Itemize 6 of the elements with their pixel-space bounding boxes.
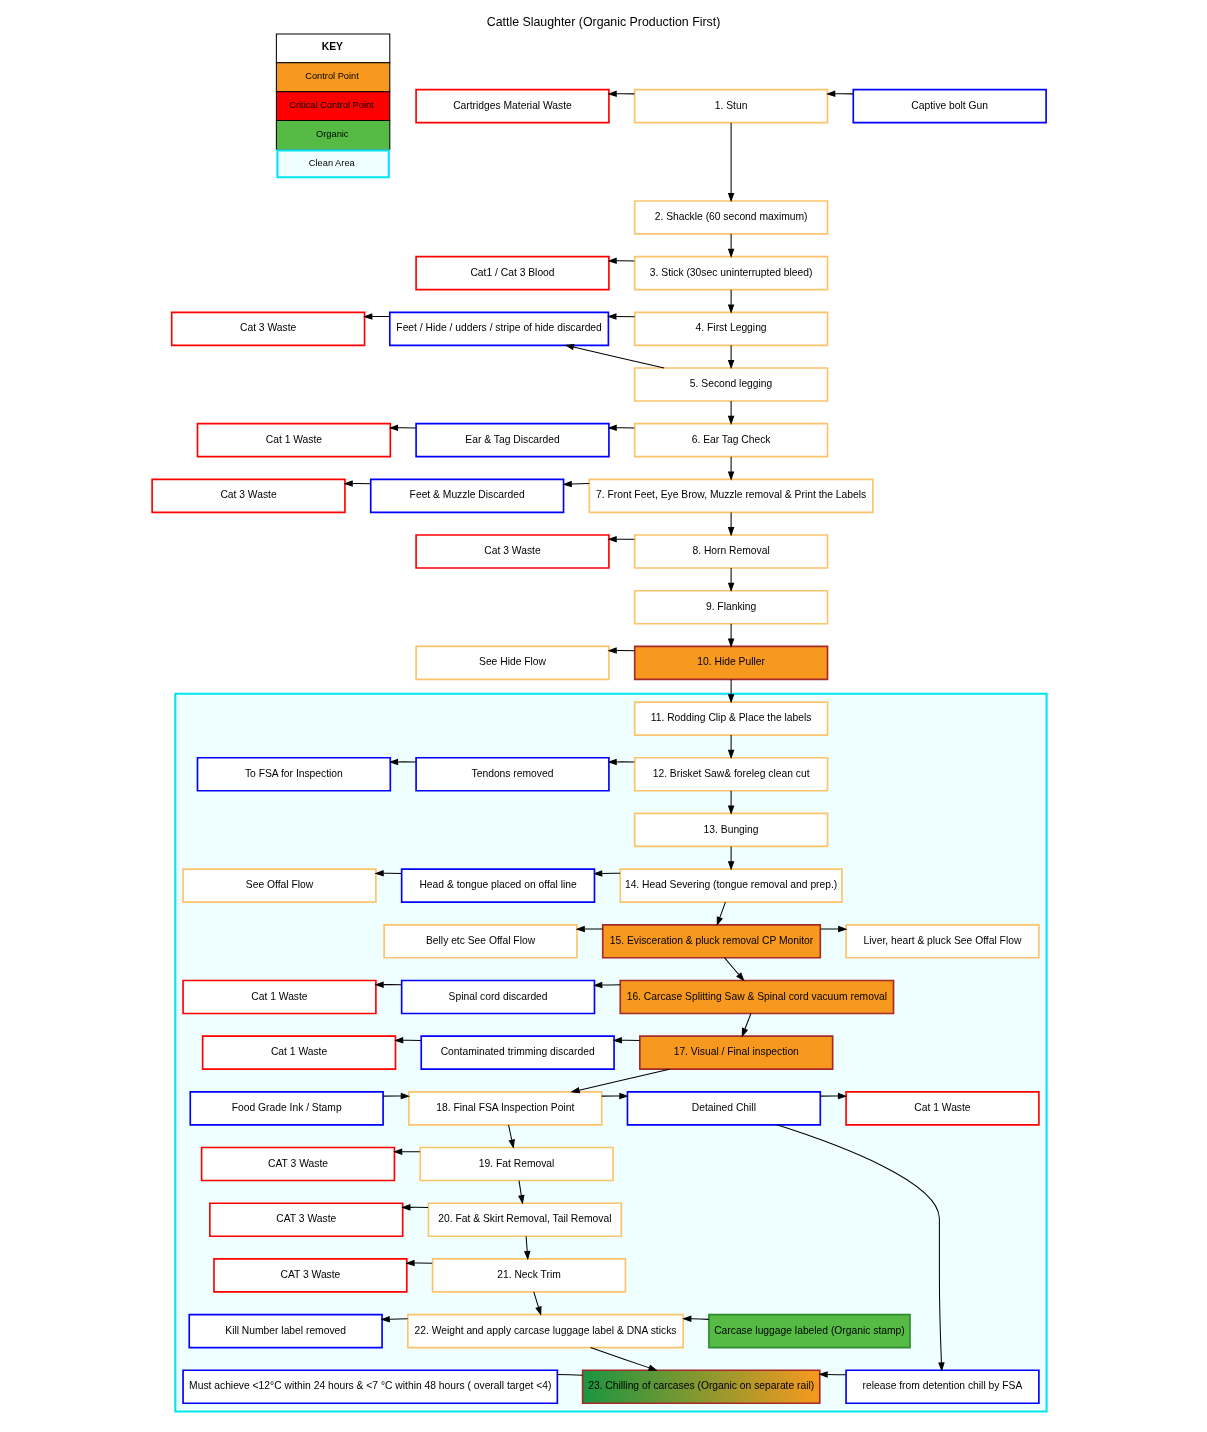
legend-label: Critical Control Point: [289, 100, 374, 111]
diagram-title: Cattle Slaughter (Organic Production First): [486, 15, 721, 30]
legend-label: Control Point: [305, 71, 359, 82]
label: KEY: [321, 40, 343, 52]
legend-label: Clean Area: [308, 158, 355, 169]
legend-label: Organic: [316, 129, 349, 140]
